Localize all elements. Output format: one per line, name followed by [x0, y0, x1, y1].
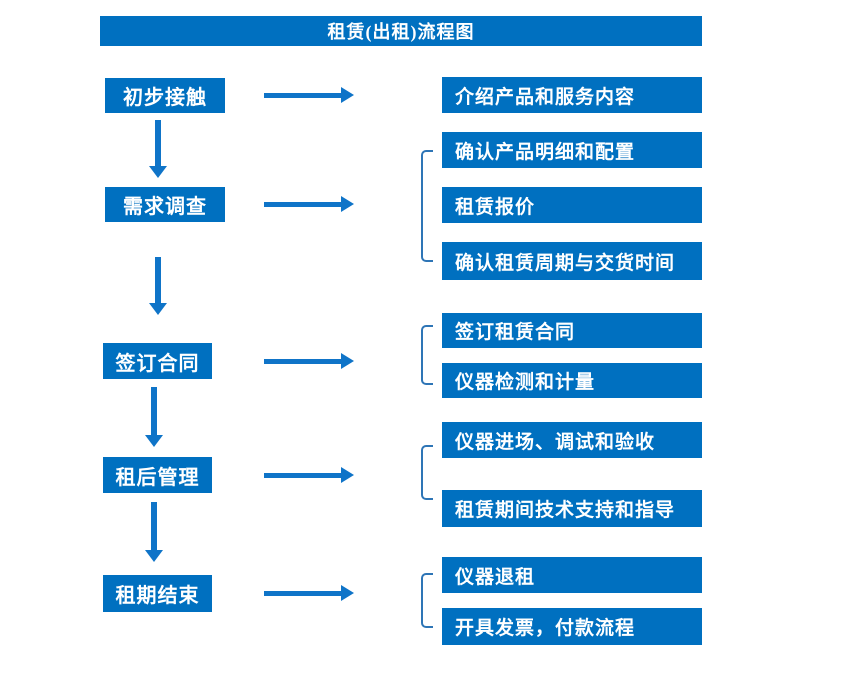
arrow-head	[341, 467, 354, 483]
group-bracket-icon	[421, 445, 433, 500]
page-title: 租赁(出租)流程图	[327, 22, 475, 42]
stage-box-lease-end: 租期结束	[103, 575, 212, 612]
stage-label: 签订合同	[115, 352, 200, 375]
detail-box-instrument-entry-acceptance: 仪器进场、调试和验收	[442, 422, 702, 458]
detail-label: 租赁期间技术支持和指导	[455, 500, 676, 521]
arrow-shaft	[264, 201, 341, 207]
detail-label: 签订租赁合同	[455, 322, 576, 343]
group-bracket-icon	[421, 150, 433, 262]
arrow-shaft	[155, 257, 161, 303]
detail-label: 仪器进场、调试和验收	[455, 431, 656, 453]
arrow-right-icon	[264, 196, 354, 212]
detail-box-rental-quote: 租赁报价	[442, 187, 702, 223]
stage-box-demand-survey: 需求调查	[105, 187, 225, 222]
arrow-shaft	[151, 387, 157, 435]
arrow-right-icon	[264, 87, 354, 103]
title-bar: 租赁(出租)流程图	[100, 16, 702, 46]
arrow-shaft	[155, 120, 161, 166]
detail-box-technical-support: 租赁期间技术支持和指导	[442, 490, 702, 527]
arrow-down-icon	[149, 257, 167, 315]
arrow-head	[341, 196, 354, 212]
arrow-shaft	[264, 472, 341, 478]
stage-label: 需求调查	[123, 196, 207, 218]
detail-box-instrument-return: 仪器退租	[442, 557, 702, 593]
arrow-shaft	[264, 92, 341, 98]
arrow-right-icon	[264, 353, 354, 369]
arrow-shaft	[264, 590, 341, 596]
arrow-right-icon	[264, 585, 354, 601]
detail-label: 仪器检测和计量	[455, 372, 596, 393]
arrow-down-icon	[145, 502, 163, 562]
stage-box-sign-contract: 签订合同	[103, 343, 212, 379]
arrow-right-icon	[264, 467, 354, 483]
detail-label: 开具发票，付款流程	[455, 618, 636, 639]
detail-box-introduce-products: 介绍产品和服务内容	[442, 77, 702, 113]
arrow-down-icon	[145, 387, 163, 447]
arrow-down-icon	[149, 120, 167, 178]
detail-box-instrument-inspection: 仪器检测和计量	[442, 363, 702, 398]
arrow-shaft	[264, 358, 341, 364]
arrow-head	[341, 87, 354, 103]
group-bracket-icon	[421, 325, 433, 385]
detail-label: 仪器退租	[455, 566, 536, 588]
detail-label: 租赁报价	[455, 196, 536, 218]
detail-label: 确认租赁周期与交货时间	[455, 252, 676, 274]
detail-label: 介绍产品和服务内容	[455, 86, 636, 108]
arrow-head	[145, 550, 163, 562]
arrow-head	[149, 303, 167, 315]
arrow-head	[145, 435, 163, 447]
group-bracket-icon	[421, 573, 433, 628]
detail-label: 确认产品明细和配置	[455, 141, 636, 163]
stage-label: 租期结束	[115, 585, 200, 607]
stage-label: 租后管理	[115, 466, 200, 489]
stage-label: 初步接触	[123, 87, 207, 109]
detail-box-confirm-period-delivery: 确认租赁周期与交货时间	[442, 242, 702, 280]
arrow-head	[341, 353, 354, 369]
detail-box-invoice-payment: 开具发票，付款流程	[442, 608, 702, 645]
arrow-shaft	[151, 502, 157, 550]
detail-box-confirm-product-details: 确认产品明细和配置	[442, 132, 702, 168]
stage-box-post-rental-management: 租后管理	[103, 457, 212, 493]
detail-box-sign-rental-contract: 签订租赁合同	[442, 313, 702, 348]
stage-box-initial-contact: 初步接触	[105, 78, 225, 113]
arrow-head	[149, 166, 167, 178]
arrow-head	[341, 585, 354, 601]
